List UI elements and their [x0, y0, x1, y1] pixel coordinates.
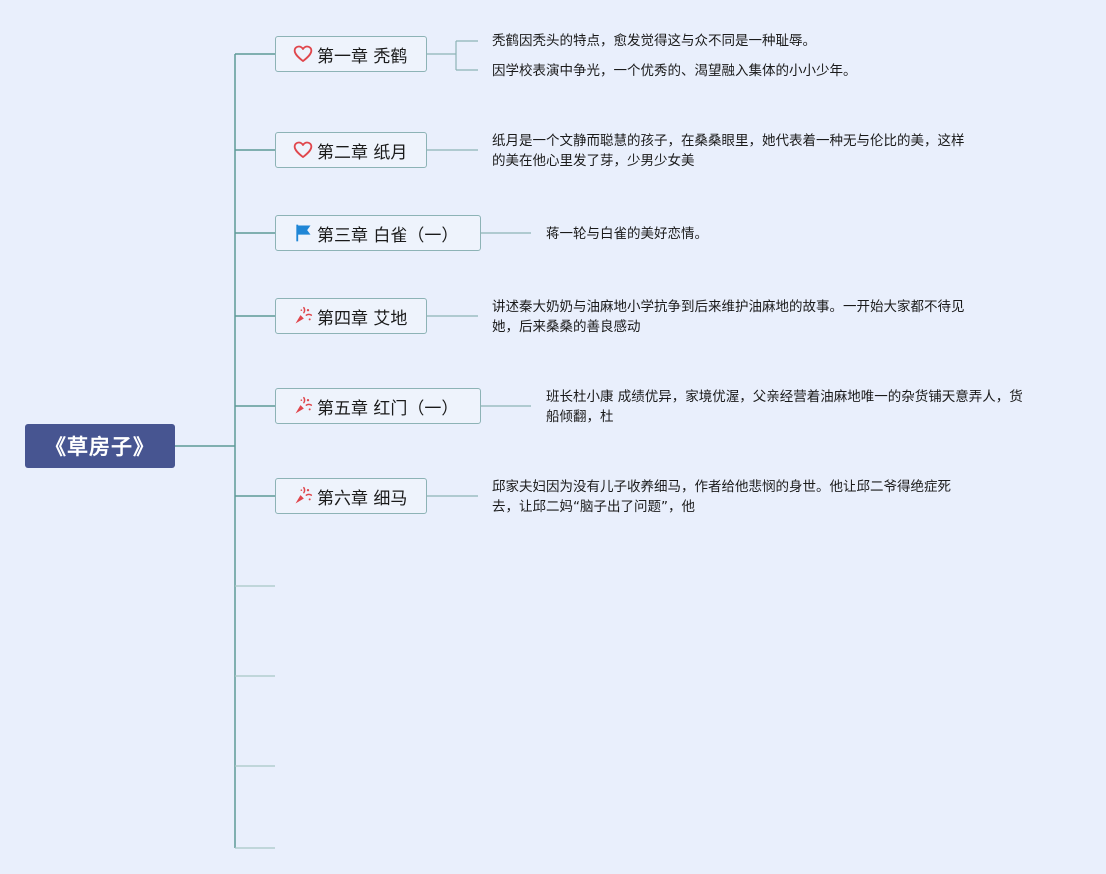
flag-icon [293, 223, 313, 243]
chapter-title: 第三章 白雀（一） [317, 225, 459, 246]
description-line: 因学校表演中争光，一个优秀的、渴望融入集体的小小少年。 [492, 63, 857, 79]
heart-icon [293, 44, 313, 64]
chapter-description[interactable]: 蒋一轮与白雀的美好恋情。 [546, 224, 708, 244]
chapter-title: 第六章 细马 [317, 488, 408, 509]
description-line: 去，让邱二妈“脑子出了问题”，他 [492, 499, 695, 515]
chapter-node-5[interactable]: 第五章 红门（一） [275, 388, 481, 424]
chapter-node-1[interactable]: 第一章 秃鹤 [275, 36, 427, 72]
description-line: 讲述秦大奶奶与油麻地小学抗争到后来维护油麻地的故事。一开始大家都不待见 [492, 299, 965, 315]
chapter-title: 第四章 艾地 [317, 308, 408, 329]
chapter-node-4[interactable]: 第四章 艾地 [275, 298, 427, 334]
chapter-node-6[interactable]: 第六章 细马 [275, 478, 427, 514]
description-line: 她，后来桑桑的善良感动 [492, 319, 641, 335]
party-popper-icon [293, 486, 313, 506]
chapter-description[interactable]: 讲述秦大奶奶与油麻地小学抗争到后来维护油麻地的故事。一开始大家都不待见 她，后来… [492, 297, 965, 337]
description-line: 的美在他心里发了芽，少男少女美 [492, 153, 695, 169]
party-popper-icon [293, 396, 313, 416]
chapter-node-3[interactable]: 第三章 白雀（一） [275, 215, 481, 251]
root-topic[interactable]: 《草房子》 [25, 424, 175, 468]
description-line: 纸月是一个文静而聪慧的孩子，在桑桑眼里，她代表着一种无与伦比的美，这样 [492, 133, 965, 149]
party-popper-icon [293, 306, 313, 326]
root-topic-label: 《草房子》 [45, 435, 155, 459]
heart-icon [293, 140, 313, 160]
chapter-description[interactable]: 因学校表演中争光，一个优秀的、渴望融入集体的小小少年。 [492, 61, 857, 81]
chapter-description[interactable]: 纸月是一个文静而聪慧的孩子，在桑桑眼里，她代表着一种无与伦比的美，这样 的美在他… [492, 131, 965, 171]
chapter-node-2[interactable]: 第二章 纸月 [275, 132, 427, 168]
description-line: 蒋一轮与白雀的美好恋情。 [546, 226, 708, 242]
description-line: 秃鹤因秃头的特点，愈发觉得这与众不同是一种耻辱。 [492, 33, 816, 49]
chapter-title: 第二章 纸月 [317, 142, 408, 163]
chapter-description[interactable]: 秃鹤因秃头的特点，愈发觉得这与众不同是一种耻辱。 [492, 31, 816, 51]
description-line: 邱家夫妇因为没有儿子收养细马，作者给他悲悯的身世。他让邱二爷得绝症死 [492, 479, 951, 495]
chapter-title: 第一章 秃鹤 [317, 46, 408, 67]
description-line: 船倾翻，杜 [546, 409, 614, 425]
chapter-description[interactable]: 邱家夫妇因为没有儿子收养细马，作者给他悲悯的身世。他让邱二爷得绝症死 去，让邱二… [492, 477, 951, 517]
chapter-title: 第五章 红门（一） [317, 398, 459, 419]
description-line: 班长杜小康 成绩优异，家境优渥，父亲经营着油麻地唯一的杂货铺天意弄人，货 [546, 389, 1023, 405]
chapter-description[interactable]: 班长杜小康 成绩优异，家境优渥，父亲经营着油麻地唯一的杂货铺天意弄人，货 船倾翻… [546, 387, 1023, 427]
